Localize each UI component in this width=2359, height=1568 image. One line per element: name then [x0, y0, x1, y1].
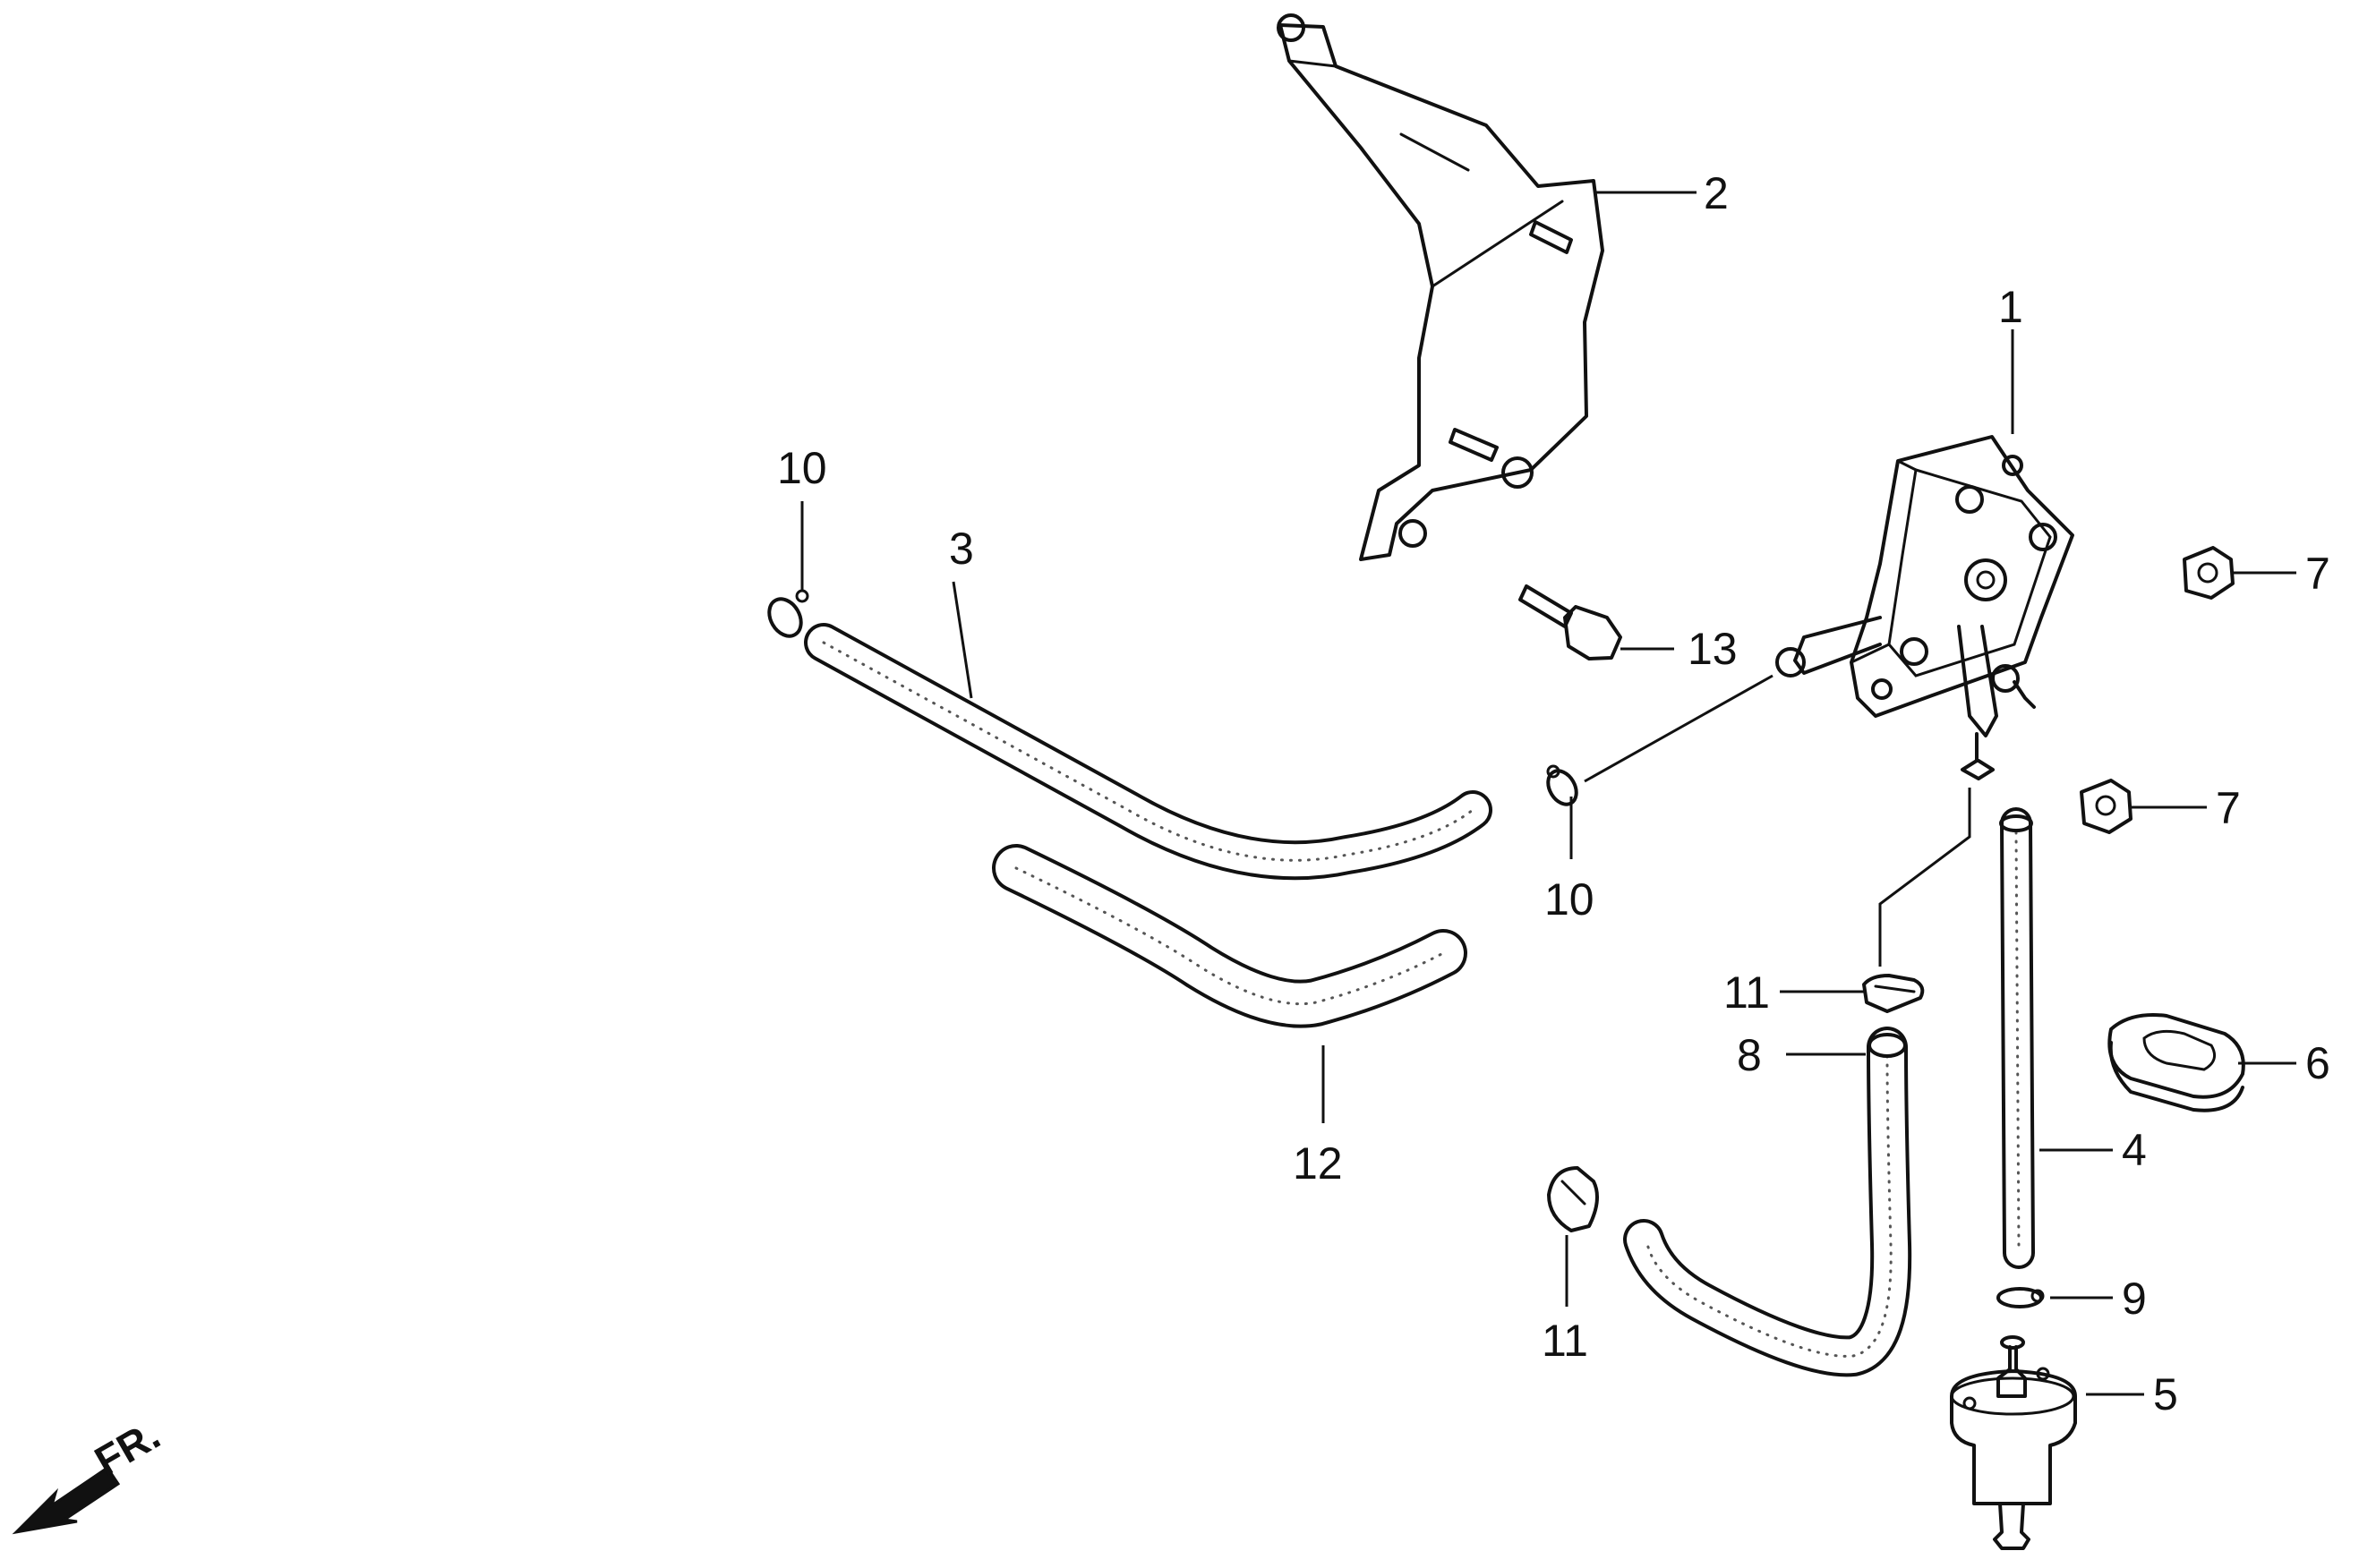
fuel-tube-4	[1999, 807, 2035, 1269]
callout-2: 2	[1704, 168, 1729, 218]
callout-11-upper: 11	[1723, 967, 1770, 1018]
callout-7-lower: 7	[2216, 783, 2241, 833]
callout-labels: 1 2 3 4 5 6 7 7 8 9 10 10 11 11 12 13	[777, 168, 2330, 1419]
flange-nut-lower	[2080, 779, 2133, 834]
callout-10-upper: 10	[777, 443, 827, 493]
fuel-filter	[1950, 1335, 2077, 1550]
tube-clip-middle	[1546, 764, 1578, 806]
callout-13: 13	[1688, 624, 1738, 674]
tube-clip-upper	[767, 589, 809, 638]
callout-8: 8	[1737, 1030, 1762, 1080]
leader-lines	[800, 191, 2296, 1396]
callout-7-upper: 7	[2305, 549, 2330, 599]
callout-12: 12	[1293, 1138, 1343, 1189]
callout-9: 9	[2122, 1274, 2147, 1324]
grommet	[2107, 1013, 2245, 1112]
callout-6: 6	[2305, 1038, 2330, 1088]
fuel-tube-12	[992, 844, 1467, 1028]
callout-11-lower: 11	[1542, 1316, 1588, 1366]
front-direction-indicator: FR.	[12, 1411, 167, 1535]
front-arrow-icon	[12, 1465, 121, 1535]
mounting-bracket	[1277, 13, 1604, 561]
hose-clamp-upper	[1862, 974, 1925, 1013]
callout-4: 4	[2122, 1125, 2147, 1175]
fuel-tube-3	[804, 623, 1492, 881]
fuel-tube-8	[1623, 1027, 1912, 1377]
flange-bolt	[1518, 584, 1622, 660]
callout-10-lower: 10	[1544, 874, 1594, 925]
callout-3: 3	[949, 524, 974, 574]
tube-clip-lower	[1996, 1287, 2045, 1308]
callout-5: 5	[2153, 1369, 2178, 1419]
fuel-pump	[1775, 435, 2074, 780]
callout-1: 1	[1998, 282, 2023, 332]
flange-nut-upper	[2183, 546, 2235, 600]
hose-clamp-lower	[1547, 1166, 1599, 1232]
